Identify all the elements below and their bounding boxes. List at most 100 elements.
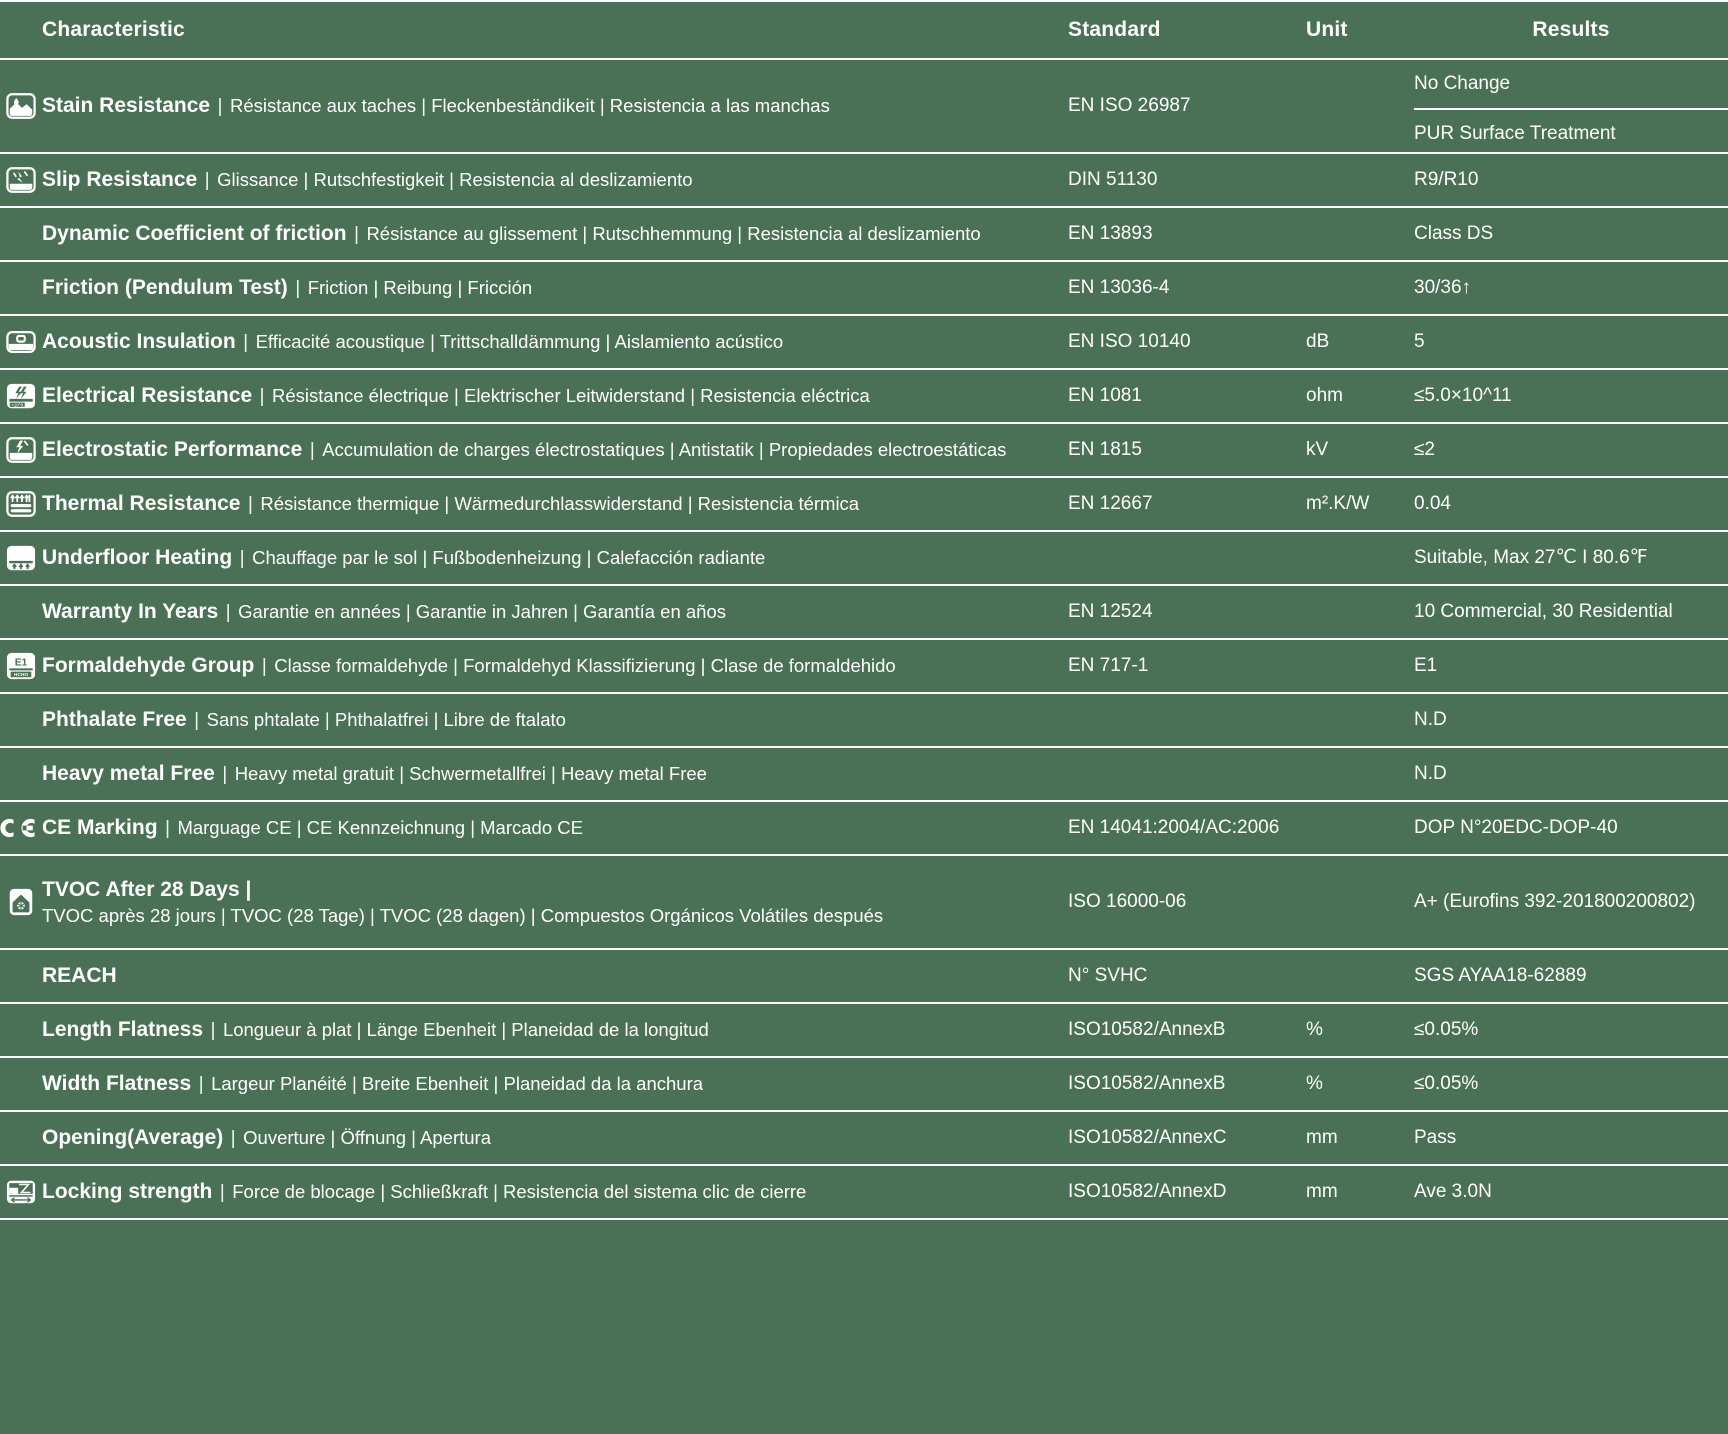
cell-results: R9/R10 bbox=[1414, 154, 1728, 206]
characteristic-name-translations: Classe formaldehyde | Formaldehyd Klassi… bbox=[274, 655, 896, 677]
cell-characteristic: Electrostatic Performance | Accumulation… bbox=[42, 424, 1068, 476]
characteristic-name-en: Electrical Resistance bbox=[42, 384, 253, 408]
characteristic-name-en: Acoustic Insulation bbox=[42, 330, 236, 354]
cell-unit bbox=[1306, 262, 1414, 314]
cell-unit bbox=[1306, 950, 1414, 1002]
table-row: REACH N° SVHC SGS AYAA18-62889 bbox=[0, 950, 1728, 1004]
characteristic-name-en: Underfloor Heating bbox=[42, 546, 233, 570]
characteristic-text: Stain Resistance | Résistance aux taches… bbox=[42, 92, 830, 120]
cell-standard: EN 12667 bbox=[1068, 478, 1306, 530]
row-icon-empty bbox=[0, 586, 42, 638]
standard-value: DIN 51130 bbox=[1068, 168, 1158, 190]
characteristic-name-en: Locking strength bbox=[42, 1180, 213, 1204]
cell-results: Suitable, Max 27℃ I 80.6℉ bbox=[1414, 532, 1728, 584]
unit-value: mm bbox=[1306, 1180, 1338, 1202]
characteristic-text: Dynamic Coefficient of friction | Résist… bbox=[42, 220, 981, 248]
characteristic-name-translations: Heavy metal gratuit | Schwermetallfrei |… bbox=[234, 763, 707, 785]
name-separator: | bbox=[225, 1127, 242, 1150]
standard-value: EN 1081 bbox=[1068, 384, 1142, 406]
table-row: Slip Resistance | Glissance | Rutschfest… bbox=[0, 154, 1728, 208]
characteristic-text: Electrostatic Performance | Accumulation… bbox=[42, 436, 1006, 464]
characteristic-text: Length Flatness | Longueur à plat | Läng… bbox=[42, 1016, 709, 1044]
characteristic-name-translations: Accumulation de charges électrostatiques… bbox=[322, 439, 1007, 461]
characteristic-text: Warranty In Years | Garantie en années |… bbox=[42, 598, 726, 626]
cell-characteristic: Friction (Pendulum Test) | Friction | Re… bbox=[42, 262, 1068, 314]
result-value: Class DS bbox=[1414, 222, 1494, 244]
table-row: Warranty In Years | Garantie en années |… bbox=[0, 586, 1728, 640]
characteristic-name-translations: Force de blocage | Schließkraft | Resist… bbox=[232, 1181, 807, 1203]
characteristic-name-en: Length Flatness bbox=[42, 1018, 204, 1042]
cell-characteristic: Opening(Average) | Ouverture | Öffnung |… bbox=[42, 1112, 1068, 1164]
cell-results: SGS AYAA18-62889 bbox=[1414, 950, 1728, 1002]
table-row: Width Flatness | Largeur Planéité | Brei… bbox=[0, 1058, 1728, 1112]
characteristic-name-en: TVOC After 28 Days | bbox=[42, 877, 252, 901]
standard-value: EN 1815 bbox=[1068, 438, 1142, 460]
name-separator: | bbox=[242, 493, 259, 516]
cell-unit bbox=[1306, 802, 1414, 854]
result-value: 10 Commercial, 30 Residential bbox=[1414, 600, 1673, 622]
characteristic-name-translations: Résistance électrique | Elektrischer Lei… bbox=[272, 385, 870, 407]
svg-text:HCHO: HCHO bbox=[14, 672, 29, 678]
header-icon-spacer bbox=[0, 2, 42, 58]
svg-text:E1: E1 bbox=[15, 658, 28, 669]
cell-standard: EN 12524 bbox=[1068, 586, 1306, 638]
cell-standard bbox=[1068, 532, 1306, 584]
characteristic-name-en: CE Marking bbox=[42, 816, 158, 840]
name-separator: | bbox=[188, 709, 205, 732]
header-results: Results bbox=[1532, 18, 1610, 41]
standard-value: EN 12667 bbox=[1068, 492, 1153, 514]
cell-standard bbox=[1068, 748, 1306, 800]
table-row: TVOC After 28 Days |TVOC après 28 jours … bbox=[0, 856, 1728, 950]
characteristic-text: Electrical Resistance | Résistance élect… bbox=[42, 382, 870, 410]
table-row: Dynamic Coefficient of friction | Résist… bbox=[0, 208, 1728, 262]
cell-standard: EN ISO 10140 bbox=[1068, 316, 1306, 368]
table-row: Underfloor Heating | Chauffage par le so… bbox=[0, 532, 1728, 586]
cell-characteristic: Warranty In Years | Garantie en années |… bbox=[42, 586, 1068, 638]
standard-value: EN 13036-4 bbox=[1068, 276, 1170, 298]
table-row: Acoustic Insulation | Efficacité acousti… bbox=[0, 316, 1728, 370]
standard-value: EN ISO 26987 bbox=[1068, 94, 1191, 116]
characteristic-text: TVOC After 28 Days |TVOC après 28 jours … bbox=[42, 876, 883, 928]
cell-results: 5 bbox=[1414, 316, 1728, 368]
table-header-row: Characteristic Standard Unit Results bbox=[0, 0, 1728, 60]
characteristic-name-en: Heavy metal Free bbox=[42, 762, 215, 786]
characteristic-text: Thermal Resistance | Résistance thermiqu… bbox=[42, 490, 859, 518]
header-unit: Unit bbox=[1306, 18, 1348, 41]
cell-standard: N° SVHC bbox=[1068, 950, 1306, 1002]
table-row: CE Marking | Marguage CE | CE Kennzeichn… bbox=[0, 802, 1728, 856]
result-value: DOP N°20EDC-DOP-40 bbox=[1414, 816, 1618, 838]
ce-marking-icon bbox=[0, 802, 42, 854]
standard-value: ISO10582/AnnexC bbox=[1068, 1126, 1227, 1148]
characteristic-text: Width Flatness | Largeur Planéité | Brei… bbox=[42, 1070, 703, 1098]
characteristic-text: Phthalate Free | Sans phtalate | Phthala… bbox=[42, 706, 566, 734]
name-separator: | bbox=[214, 1181, 231, 1204]
slip-resistance-icon bbox=[0, 154, 42, 206]
cell-unit: mm bbox=[1306, 1166, 1414, 1218]
characteristic-name-en: Width Flatness bbox=[42, 1072, 192, 1096]
cell-unit: ohm bbox=[1306, 370, 1414, 422]
table-body: Stain Resistance | Résistance aux taches… bbox=[0, 60, 1728, 1220]
name-separator: | bbox=[256, 655, 273, 678]
cell-standard: EN 1815 bbox=[1068, 424, 1306, 476]
cell-characteristic: Phthalate Free | Sans phtalate | Phthala… bbox=[42, 694, 1068, 746]
characteristic-name-en: Slip Resistance bbox=[42, 168, 198, 192]
characteristic-text: Formaldehyde Group | Classe formaldehyde… bbox=[42, 652, 896, 680]
result-value: ≤2 bbox=[1414, 438, 1435, 460]
name-separator: | bbox=[216, 763, 233, 786]
characteristic-text: CE Marking | Marguage CE | CE Kennzeichn… bbox=[42, 814, 583, 842]
cell-standard: EN 13893 bbox=[1068, 208, 1306, 260]
cell-results: DOP N°20EDC-DOP-40 bbox=[1414, 802, 1728, 854]
standard-value: EN 14041:2004/AC:2006 bbox=[1068, 816, 1280, 838]
cell-unit bbox=[1306, 694, 1414, 746]
row-icon-empty bbox=[0, 1058, 42, 1110]
table-row: Heavy metal Free | Heavy metal gratuit |… bbox=[0, 748, 1728, 802]
characteristic-text: REACH bbox=[42, 962, 117, 990]
characteristic-name-translations: Résistance aux taches | Fleckenbeständik… bbox=[229, 95, 830, 117]
cell-unit bbox=[1306, 60, 1414, 152]
cell-unit bbox=[1306, 532, 1414, 584]
cell-results: ≤2 bbox=[1414, 424, 1728, 476]
